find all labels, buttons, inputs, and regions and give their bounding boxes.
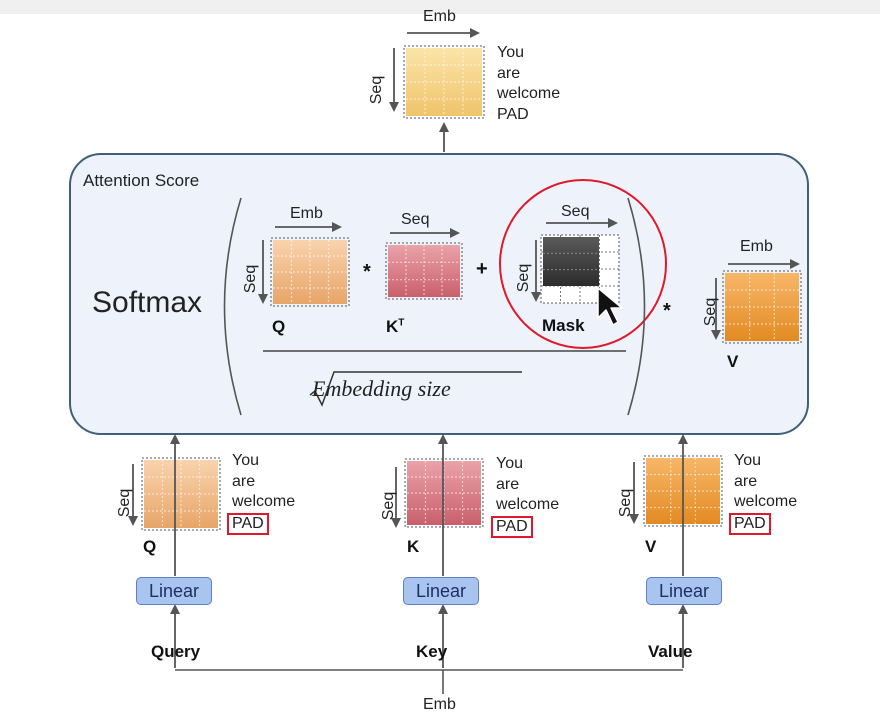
pad-token-highlight: PAD — [491, 515, 533, 538]
query-input-label: Query — [151, 642, 201, 661]
top-token-list: You are welcome PAD — [497, 43, 560, 125]
token: You — [734, 452, 761, 469]
kt-name: K — [386, 317, 399, 336]
token: are — [497, 64, 521, 82]
sqrt-symbol — [309, 371, 522, 407]
input-q-matrix-outline — [141, 457, 221, 531]
attention-score-title: Attention Score — [83, 171, 200, 190]
token: are — [496, 475, 520, 493]
linear-button-key[interactable]: Linear — [403, 577, 479, 605]
mask-seq-top-label: Seq — [561, 203, 590, 220]
multiply-sign-2: * — [663, 300, 671, 322]
q-matrix-name: Q — [272, 317, 286, 336]
input-q-matrix-name: Q — [143, 537, 157, 556]
denominator-text: Embedding size — [312, 376, 451, 401]
mask-matrix-name: Mask — [542, 316, 585, 335]
input-v-matrix-name: V — [645, 537, 657, 556]
input-k-matrix-name: K — [407, 537, 420, 556]
left-parenthesis — [223, 197, 242, 416]
mouse-cursor-icon — [597, 287, 623, 326]
input-k-tokens: You are welcome PAD — [491, 454, 560, 538]
input-q-seq-label: Seq — [116, 488, 134, 518]
input-v-seq-label: Seq — [617, 488, 635, 518]
token: are — [734, 472, 758, 490]
mask-highlight-circle — [499, 179, 667, 349]
mask-dark-block — [543, 237, 599, 286]
top-strip — [0, 0, 880, 14]
token: PAD — [497, 105, 529, 123]
mask-seq-side-label: Seq — [515, 263, 533, 293]
top-emb-label: Emb — [423, 8, 456, 25]
multiply-sign-1: * — [363, 261, 371, 283]
token: You — [497, 44, 524, 61]
kt-matrix-name: KT — [386, 318, 404, 335]
q-emb-label: Emb — [290, 205, 323, 222]
input-v-matrix-outline — [643, 455, 723, 527]
token: welcome — [232, 493, 296, 510]
bottom-emb-label: Emb — [423, 696, 456, 713]
token: are — [232, 472, 256, 490]
kt-superscript: T — [398, 317, 405, 329]
output-matrix-outline — [403, 45, 485, 119]
v-matrix-name: V — [727, 352, 739, 371]
key-input-label: Key — [416, 642, 448, 661]
input-k-seq-label: Seq — [380, 491, 398, 521]
linear-button-value[interactable]: Linear — [646, 577, 722, 605]
token: You — [232, 452, 259, 469]
q-matrix-outline — [270, 237, 350, 307]
token: welcome — [497, 85, 561, 102]
v-emb-label: Emb — [740, 238, 773, 255]
q-seq-label: Seq — [242, 264, 260, 294]
kt-seq-label: Seq — [401, 211, 430, 228]
value-input-label: Value — [648, 642, 693, 661]
right-parenthesis — [627, 197, 646, 416]
softmax-label: Softmax — [92, 286, 203, 319]
pad-token-highlight: PAD — [227, 512, 269, 535]
input-k-matrix-outline — [404, 458, 484, 528]
input-v-tokens: You are welcome PAD — [729, 451, 798, 535]
top-seq-label: Seq — [368, 75, 386, 105]
plus-sign: + — [476, 258, 488, 280]
sqrt-denominator: Embedding size — [312, 376, 451, 402]
input-q-tokens: You are welcome PAD — [227, 451, 296, 535]
linear-button-query[interactable]: Linear — [136, 577, 212, 605]
v-seq-label: Seq — [702, 297, 720, 327]
kt-matrix-outline — [385, 242, 463, 300]
v-matrix-outline — [722, 270, 802, 344]
token: welcome — [496, 496, 560, 513]
token: You — [496, 455, 523, 472]
pad-token-highlight: PAD — [729, 512, 771, 535]
token: welcome — [734, 493, 798, 510]
